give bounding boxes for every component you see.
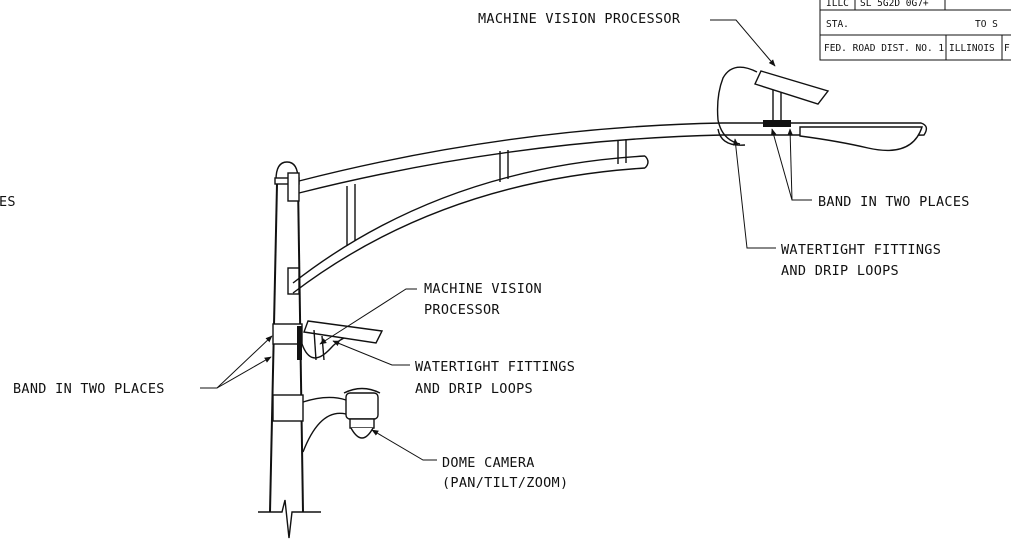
label-dome-camera-line1: DOME CAMERA (442, 455, 535, 471)
luminaire (717, 122, 928, 152)
title-block-row2-left: STA. (826, 19, 849, 30)
machine-vision-processor-top (716, 66, 830, 145)
label-band-in-two-places-left: BAND IN TWO PLACES (13, 381, 165, 397)
title-block-row3-col1: FED. ROAD DIST. NO. 1 (824, 43, 944, 54)
title-block-row1-left: ILLC (826, 0, 849, 9)
callout-labels: MACHINE VISION PROCESSOR BAND IN TWO PLA… (0, 11, 970, 491)
title-block-row3-col2: ILLINOIS (949, 43, 995, 54)
label-dome-camera-line2: (PAN/TILT/ZOOM) (442, 475, 568, 491)
dome-camera (302, 387, 381, 453)
title-block-row3-col3: F (1004, 43, 1010, 54)
label-partial-left: ES (0, 194, 16, 210)
signal-pole (258, 161, 321, 539)
label-band-in-two-places-right: BAND IN TWO PLACES (818, 194, 970, 210)
title-block-row2-right: TO S (975, 19, 998, 30)
label-machine-vision-processor-mid-line1: MACHINE VISION (424, 281, 542, 297)
leader-lines (200, 19, 812, 461)
label-machine-vision-processor-top: MACHINE VISION PROCESSOR (478, 11, 681, 27)
mast-arm (292, 122, 723, 294)
title-block-row1-right: SL 5G2D 0G7+ (860, 0, 929, 9)
machine-vision-processor-mid (301, 320, 384, 361)
label-watertight-fittings-mid-line1: WATERTIGHT FITTINGS (415, 359, 575, 375)
label-watertight-fittings-mid-line2: AND DRIP LOOPS (415, 381, 533, 397)
label-watertight-fittings-right-line2: AND DRIP LOOPS (781, 263, 899, 279)
label-machine-vision-processor-mid-line2: PROCESSOR (424, 302, 500, 318)
label-watertight-fittings-right-line1: WATERTIGHT FITTINGS (781, 242, 941, 258)
title-block: ILLC SL 5G2D 0G7+ STA. TO S FED. ROAD DI… (819, 0, 1011, 61)
